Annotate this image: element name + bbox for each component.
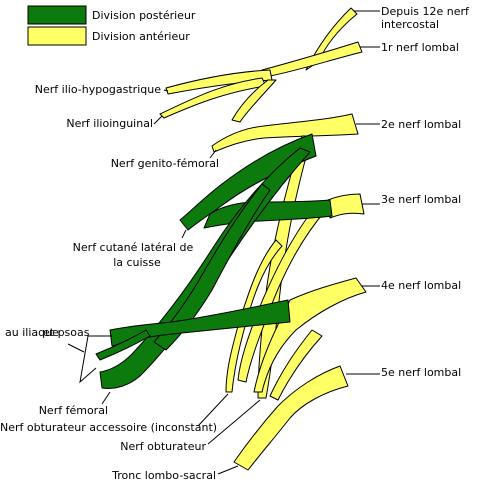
pointer-lumbosacral	[217, 465, 239, 475]
l4-l5-connection	[269, 329, 323, 401]
label-muscles-b: et psoas	[43, 326, 90, 339]
legend: Division postérieur Division antérieur	[27, 5, 196, 46]
pointer-muscles-label	[67, 343, 85, 353]
label-accessory-obturator: Nerf obturateur accessoire (inconstant)	[0, 421, 217, 434]
pointer-accessory-obturator	[197, 393, 229, 427]
label-genitofemoral: Nerf genito-fémoral	[111, 157, 219, 170]
pointer-lines	[67, 10, 380, 475]
pointer-genitofemoral	[209, 149, 217, 159]
label-l1: 1r nerf lombal	[381, 41, 459, 54]
l3-root	[327, 193, 365, 219]
l5-root	[233, 365, 349, 471]
pointer-iliohypogastric	[163, 89, 169, 92]
ilioinguinal-nerve	[159, 77, 267, 119]
label-t12-line2: intercostal	[381, 18, 439, 31]
label-lateral-cutaneous-line2: la cuisse	[113, 256, 161, 269]
branch-labels: Nerf ilio-hypogastrique Nerf ilioinguina…	[0, 83, 219, 482]
legend-swatch-posterior	[27, 5, 87, 25]
pointer-muscles-bracket	[79, 335, 112, 384]
label-l3: 3e nerf lombal	[381, 193, 461, 206]
label-ilioinguinal: Nerf ilioinguinal	[66, 117, 153, 130]
label-l2: 2e nerf lombal	[381, 118, 461, 131]
legend-label-posterior: Division postérieur	[92, 9, 196, 22]
femoral-second-strand	[153, 183, 271, 351]
legend-label-anterior: Division antérieur	[92, 30, 190, 43]
accessory-obturator-branch	[225, 239, 283, 393]
pointer-femoral	[101, 391, 111, 405]
label-lateral-cutaneous-line1: Nerf cutané latéral de	[73, 241, 194, 254]
pointer-ilioinguinal	[153, 115, 163, 125]
pointer-lateral-cutaneous	[181, 229, 187, 239]
pointer-obturator	[207, 399, 261, 445]
legend-swatch-anterior	[27, 26, 87, 46]
l4-root	[253, 277, 367, 393]
label-t12-line1: Depuis 12e nerf	[381, 5, 470, 18]
label-l4: 4e nerf lombal	[381, 279, 461, 292]
l4-posterior-branch	[109, 299, 291, 347]
l1-l2-connection	[231, 79, 277, 123]
l3-anterior-branch	[237, 205, 327, 383]
root-labels: Depuis 12e nerf intercostal 1r nerf lomb…	[381, 5, 470, 379]
label-femoral: Nerf fémoral	[39, 404, 108, 417]
posterior-division-nerves	[95, 133, 333, 389]
label-muscles-a: au iliaque	[5, 326, 59, 339]
lateral-cutaneous-nerve	[179, 133, 317, 231]
label-l5: 5e nerf lombal	[381, 366, 461, 379]
iliac-psoas-branch	[95, 329, 151, 361]
label-lumbosacral: Tronc lombo-sacral	[111, 469, 216, 482]
l1-root	[261, 41, 363, 77]
label-obturator: Nerf obturateur	[120, 440, 206, 453]
label-iliohypogastric: Nerf ilio-hypogastrique	[35, 83, 161, 96]
anterior-division-nerves	[159, 7, 367, 471]
